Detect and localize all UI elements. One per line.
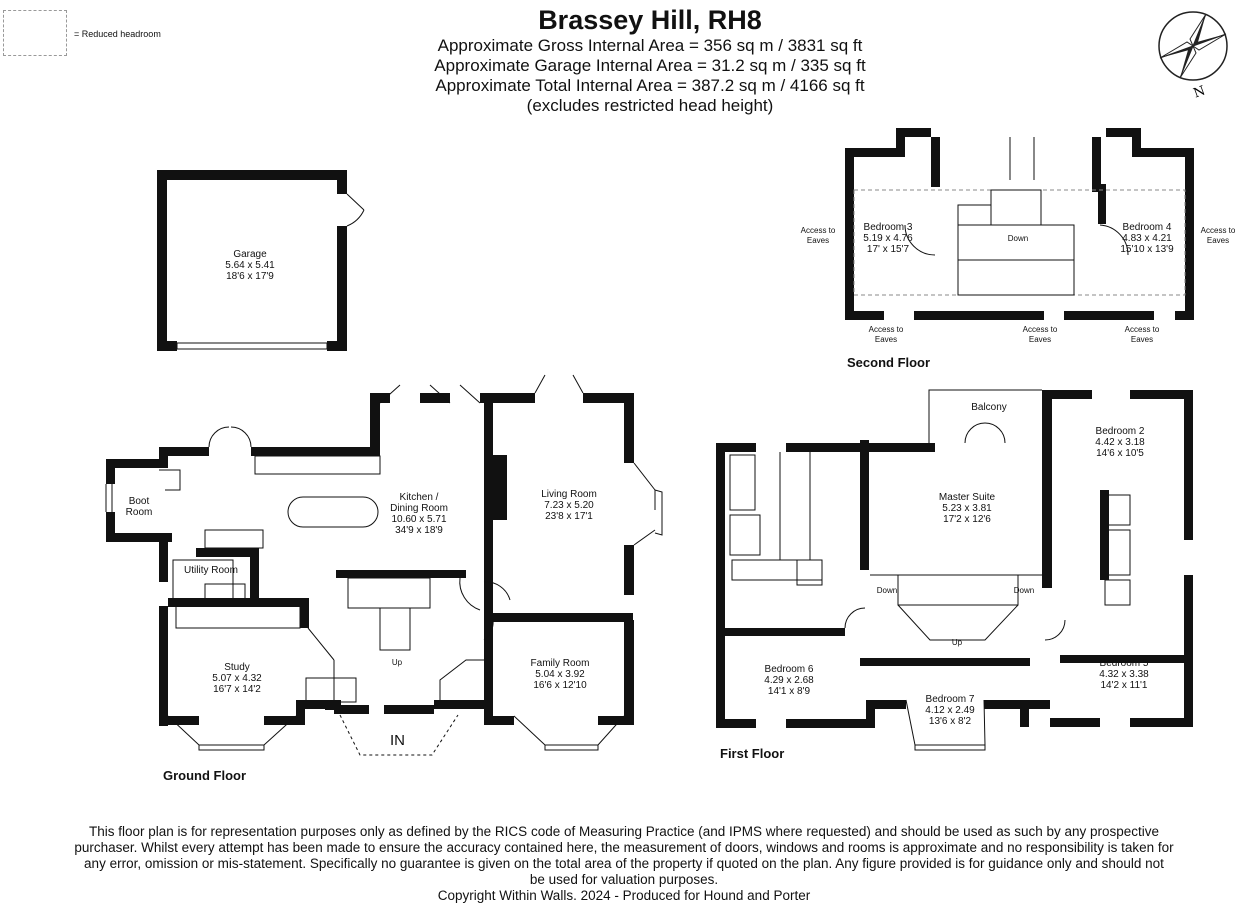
compass-icon: N: [1158, 11, 1228, 102]
disclaimer-line-4: be used for valuation purposes.: [529, 872, 719, 887]
bedroom-6-imperial: 14'1 x 8'9: [767, 686, 811, 697]
ground-stair-up-label: Up: [391, 658, 403, 667]
bedroom-7-name: Bedroom 7: [925, 694, 975, 705]
garage-metric: 5.64 x 5.41: [225, 260, 275, 271]
kitchen-name-2: Dining Room: [390, 503, 448, 514]
living-room-label: Living Room 7.23 x 5.20 23'8 x 17'1: [541, 489, 597, 522]
boot-room-label: Boot Room: [126, 496, 153, 518]
kitchen-label: Kitchen / Dining Room 10.60 x 5.71 34'9 …: [390, 492, 448, 536]
first-stair-down-right: Down: [1013, 586, 1035, 595]
second-floor-title: Second Floor: [847, 355, 931, 370]
bedroom-4-metric: 4.83 x 4.21: [1122, 233, 1172, 244]
eaves-access-south-1-line2: Eaves: [874, 335, 898, 344]
family-room-label: Family Room 5.04 x 3.92 16'6 x 12'10: [531, 658, 590, 691]
bedroom-4-name: Bedroom 4: [1122, 222, 1172, 233]
study-imperial: 16'7 x 14'2: [213, 684, 261, 695]
bedroom-2-label: Bedroom 2 4.42 x 3.18 14'6 x 10'5: [1095, 426, 1144, 459]
utility-room-name: Utility Room: [184, 565, 238, 576]
bedroom-4-imperial: 15'10 x 13'9: [1120, 244, 1174, 255]
garage-name: Garage: [233, 249, 267, 260]
bedroom-5-imperial: 14'2 x 11'1: [1100, 680, 1148, 691]
compass-north-label: N: [1192, 84, 1208, 102]
family-room-imperial: 16'6 x 12'10: [533, 680, 587, 691]
balcony-label: Balcony: [971, 402, 1007, 413]
garage-imperial: 18'6 x 17'9: [226, 271, 274, 282]
bedroom-5-label: Bedroom 5 4.32 x 3.38 14'2 x 11'1: [1099, 658, 1148, 691]
kitchen-imperial: 34'9 x 18'9: [395, 525, 443, 536]
disclaimer-line-3: any error, omission or mis-statement. Sp…: [84, 856, 1164, 871]
eaves-access-south-1-line1: Access to: [868, 325, 904, 334]
bedroom-2-name: Bedroom 2: [1095, 426, 1145, 437]
master-suite-imperial: 17'2 x 12'6: [943, 514, 991, 525]
eaves-access-west-line2: Eaves: [806, 236, 830, 245]
family-room-metric: 5.04 x 3.92: [535, 669, 585, 680]
disclaimer-line-1: This floor plan is for representation pu…: [88, 824, 1160, 839]
bedroom-7-label: Bedroom 7 4.12 x 2.49 13'6 x 8'2: [925, 694, 974, 727]
boot-room-name-2: Room: [125, 507, 153, 518]
eaves-access-south-3: Access to Eaves: [1125, 325, 1160, 345]
first-floor-title: First Floor: [720, 746, 785, 761]
bedroom-7-imperial: 13'6 x 8'2: [928, 716, 972, 727]
disclaimer-line-2: purchaser. Whilst every attempt has been…: [74, 840, 1174, 855]
bedroom-3-imperial: 17' x 15'7: [866, 244, 910, 255]
bedroom-5-name: Bedroom 5: [1099, 658, 1149, 669]
headroom-note-line: (excludes restricted head height): [526, 96, 774, 115]
eaves-access-east-line2: Eaves: [1206, 236, 1230, 245]
entrance-label: IN: [390, 732, 405, 749]
eaves-access-west-line1: Access to: [800, 226, 836, 235]
eaves-access-south-3-line2: Eaves: [1130, 335, 1154, 344]
ground-floor-title: Ground Floor: [163, 768, 247, 783]
eaves-access-south-2-line2: Eaves: [1028, 335, 1052, 344]
living-room-metric: 7.23 x 5.20: [544, 500, 594, 511]
eaves-access-south-2-line1: Access to: [1022, 325, 1058, 334]
kitchen-metric: 10.60 x 5.71: [391, 514, 447, 525]
eaves-access-south-3-line1: Access to: [1124, 325, 1160, 334]
first-stair-up: Up: [951, 638, 963, 647]
bedroom-3-name: Bedroom 3: [863, 222, 913, 233]
bedroom-3-metric: 5.19 x 4.76: [863, 233, 913, 244]
bedroom-6-metric: 4.29 x 2.68: [764, 675, 814, 686]
eaves-access-east: Access to Eaves: [1201, 226, 1236, 246]
garage-label: Garage 5.64 x 5.41 18'6 x 17'9: [225, 249, 274, 282]
eaves-access-south-2: Access to Eaves: [1023, 325, 1058, 345]
bedroom-2-metric: 4.42 x 3.18: [1095, 437, 1145, 448]
master-suite-metric: 5.23 x 3.81: [942, 503, 992, 514]
first-stair-down-left: Down: [876, 586, 898, 595]
bedroom-5-metric: 4.32 x 3.38: [1099, 669, 1149, 680]
bedroom-4-label: Bedroom 4 4.83 x 4.21 15'10 x 13'9: [1120, 222, 1173, 255]
reduced-headroom-legend-swatch: [3, 10, 67, 56]
copyright-line: Copyright Within Walls. 2024 - Produced …: [437, 888, 811, 903]
plan-header: Brassey Hill, RH8 Approximate Gross Inte…: [300, 4, 1000, 116]
total-area-line: Approximate Total Internal Area = 387.2 …: [435, 76, 865, 95]
study-name: Study: [224, 662, 250, 673]
bedroom-7-metric: 4.12 x 2.49: [925, 705, 975, 716]
eaves-access-east-line1: Access to: [1200, 226, 1236, 235]
property-title: Brassey Hill, RH8: [538, 5, 762, 35]
disclaimer: This floor plan is for representation pu…: [40, 824, 1208, 904]
eaves-access-west: Access to Eaves: [801, 226, 836, 246]
study-metric: 5.07 x 4.32: [212, 673, 262, 684]
garage-area-line: Approximate Garage Internal Area = 31.2 …: [434, 56, 866, 75]
study-label: Study 5.07 x 4.32 16'7 x 14'2: [212, 662, 261, 695]
bedroom-2-imperial: 14'6 x 10'5: [1096, 448, 1144, 459]
living-room-name: Living Room: [541, 489, 597, 500]
master-suite-name: Master Suite: [938, 492, 996, 503]
boot-room-name: Boot: [128, 496, 150, 507]
gross-area-line: Approximate Gross Internal Area = 356 sq…: [437, 36, 863, 55]
reduced-headroom-legend-text: = Reduced headroom: [74, 29, 161, 39]
eaves-access-south-1: Access to Eaves: [869, 325, 904, 345]
family-room-name: Family Room: [530, 658, 590, 669]
bedroom-6-label: Bedroom 6 4.29 x 2.68 14'1 x 8'9: [764, 664, 813, 697]
kitchen-name: Kitchen /: [399, 492, 439, 503]
master-suite-label: Master Suite 5.23 x 3.81 17'2 x 12'6: [939, 492, 995, 525]
bedroom-6-name: Bedroom 6: [764, 664, 814, 675]
living-room-imperial: 23'8 x 17'1: [545, 511, 593, 522]
bedroom-3-label: Bedroom 3 5.19 x 4.76 17' x 15'7: [863, 222, 912, 255]
utility-room-label: Utility Room: [184, 565, 238, 576]
second-stair-down-label: Down: [1007, 234, 1029, 243]
